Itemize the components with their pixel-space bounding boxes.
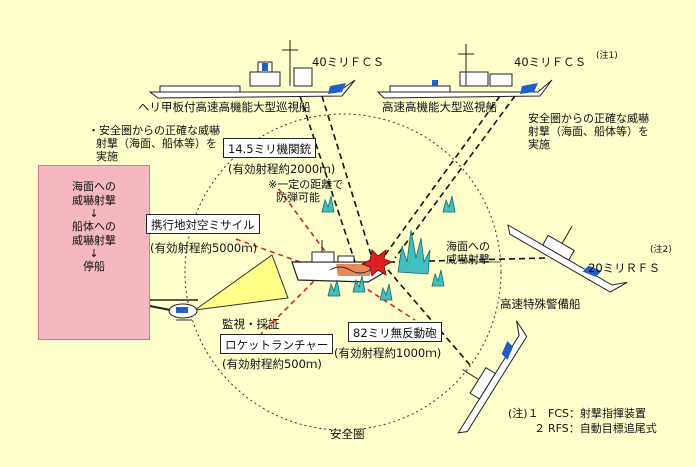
heli-cutter-label: ヘリ甲板付高速高機能大型巡視船 bbox=[138, 100, 311, 114]
flow-step: 海面への bbox=[72, 180, 116, 193]
weapon-range-manpads: (有効射程約5000ｍ) bbox=[150, 241, 258, 255]
weapon-range-mg145: (有効射程約2000ｍ) bbox=[228, 162, 336, 176]
flow-step: 船体への bbox=[72, 220, 116, 233]
flow-step: 威嚇射撃 bbox=[72, 194, 116, 207]
down-arrow-icon: ↓ bbox=[89, 247, 99, 260]
heli-deck-cutter-ship bbox=[148, 40, 356, 99]
warning-shot-label-line: 威嚇射撃 bbox=[446, 253, 490, 266]
note-right-line: 実施 bbox=[528, 138, 550, 151]
note-left-line: ・安全圏からの正確な威嚇 bbox=[88, 124, 220, 137]
high-speed-cutter-ship bbox=[376, 44, 553, 99]
weapon-box-mg145: 14.5ミリ機関銃 bbox=[223, 138, 317, 158]
impact-burst-icon bbox=[361, 249, 393, 277]
cutter-fire-lines bbox=[299, 95, 546, 366]
escalation-flow-box: 海面への 威嚇射撃 ↓ 船体への 威嚇射撃 ↓ 停船 bbox=[38, 165, 150, 340]
special-guard-boat-ship bbox=[507, 224, 628, 293]
warning-splash-icon bbox=[397, 229, 431, 275]
helicopter-beam bbox=[194, 254, 289, 311]
footnote-text: FCS：射撃指揮装置 bbox=[548, 407, 646, 420]
note-right-line: 射撃（海面、船体等）を bbox=[528, 125, 649, 138]
down-arrow-icon: ↓ bbox=[89, 207, 99, 220]
note-left-line: 射撃（海面、船体等）を bbox=[96, 137, 217, 150]
special-boat-label: 高速特殊警備船 bbox=[500, 297, 581, 311]
bulletproof-note-line: 防弾可能 bbox=[276, 191, 320, 204]
hs-cutter-fcs-label: 40ミリＦＣＳ bbox=[514, 55, 587, 69]
safe-zone-label: 安全圏 bbox=[330, 427, 365, 441]
weapon-box-rocket: ロケットランチャー bbox=[220, 334, 334, 354]
helicopter-icon bbox=[146, 299, 198, 321]
flow-step: 威嚇射撃 bbox=[72, 234, 116, 247]
note-mark-1: (注1) bbox=[596, 51, 618, 61]
weapon-box-manpads: 携行地対空ミサイル bbox=[146, 214, 260, 234]
weapon-range-rr82: (有効射程約1000ｍ) bbox=[334, 346, 442, 360]
weapon-range-rocket: (有効射程約500ｍ) bbox=[222, 357, 322, 371]
flow-step: 停船 bbox=[83, 260, 105, 273]
footnote-mark: ２ bbox=[534, 422, 545, 435]
hs-cutter-label: 高速高機能大型巡視船 bbox=[382, 100, 497, 114]
special-boat-rfs-label: 20ミリＲＦＳ bbox=[588, 261, 661, 275]
lower-cutter-ship bbox=[457, 320, 528, 434]
bulletproof-note-line: ※一定の距離で bbox=[268, 178, 344, 191]
weapon-box-rr82: 82ミリ無反動砲 bbox=[348, 322, 442, 342]
splash-markers bbox=[321, 195, 456, 301]
footnote-text: RFS：自動目標追尾式 bbox=[548, 422, 657, 435]
note-right-line: 安全圏からの正確な威嚇 bbox=[528, 112, 649, 125]
heli-cutter-fcs-label: 40ミリＦＣＳ bbox=[312, 55, 385, 69]
surveillance-label: 監視・採証 bbox=[222, 317, 280, 331]
note-left-line: 実施 bbox=[96, 150, 118, 163]
safe-zone-circle bbox=[184, 113, 502, 431]
warning-shot-label-line: 海面への bbox=[446, 240, 490, 253]
note-mark-2: (注2) bbox=[650, 245, 672, 255]
footnote-mark: (注)１ bbox=[508, 407, 539, 420]
